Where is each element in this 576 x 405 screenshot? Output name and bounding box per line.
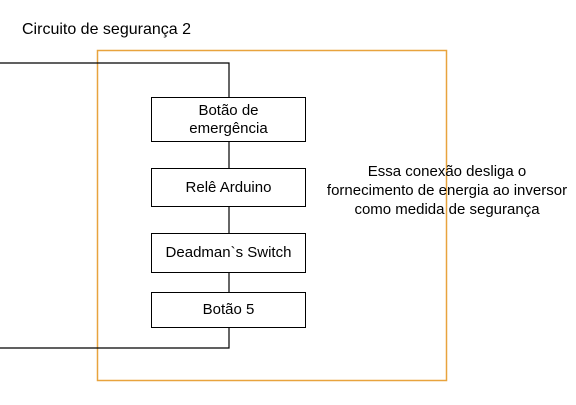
bottom-output-wire	[0, 328, 230, 349]
arduino-relay-box: Relê Arduino	[151, 168, 306, 207]
orange-boundary-frame	[96, 49, 448, 382]
deadman-switch-label: Deadman`s Switch	[165, 244, 292, 261]
emergency-button-label: Botão de emergência	[189, 101, 268, 137]
emergency-button-box: Botão de emergência	[151, 97, 306, 142]
arduino-relay-label: Relê Arduino	[185, 178, 272, 196]
button-5-box: Botão 5	[151, 292, 306, 328]
diagram-title: Circuito de segurança 2	[22, 21, 191, 38]
button-5-label: Botão 5	[202, 301, 255, 318]
safety-note: Essa conexão desliga o fornecimento de e…	[326, 163, 568, 218]
deadman-switch-box: Deadman`s Switch	[151, 233, 306, 273]
top-input-wire	[0, 62, 230, 97]
